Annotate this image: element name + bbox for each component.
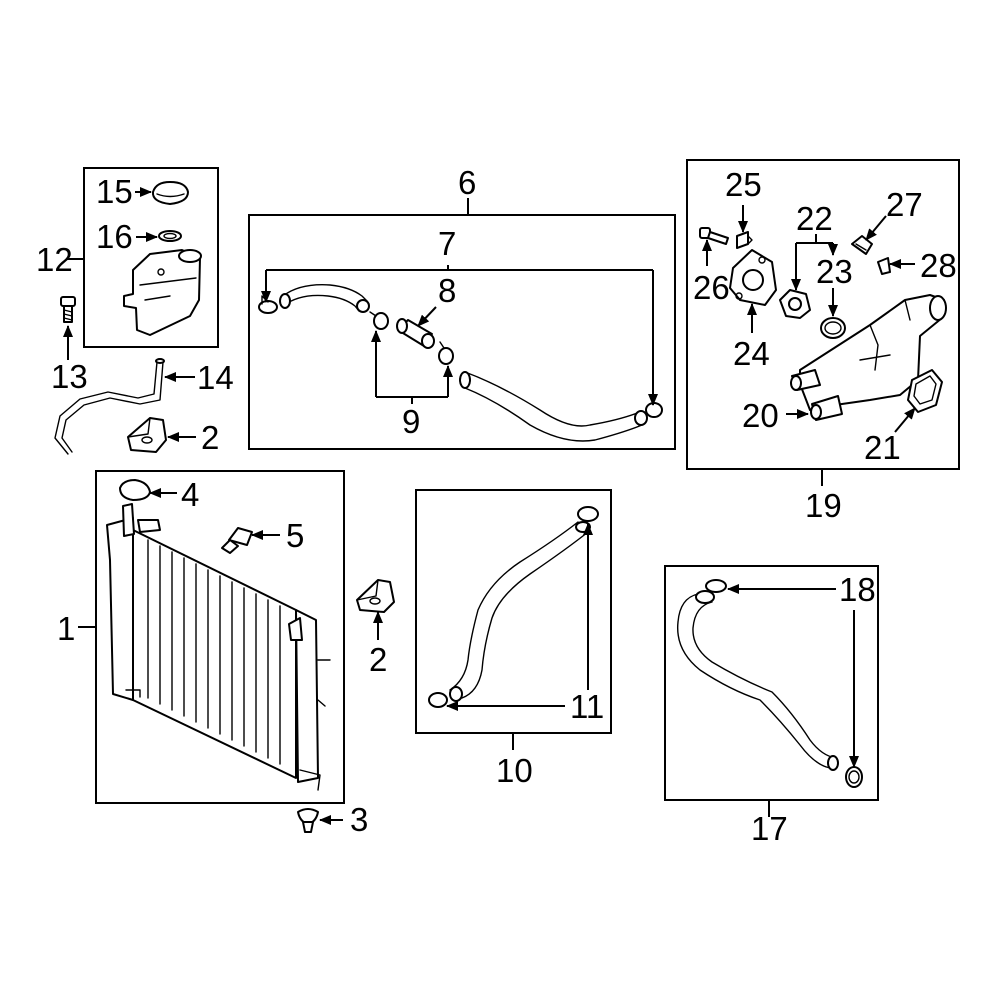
callout-20: 20 bbox=[742, 397, 779, 434]
arrow-27 bbox=[865, 215, 887, 241]
hose-clamp-part bbox=[438, 341, 454, 365]
callout-18: 18 bbox=[839, 571, 876, 608]
mounting-bracket-part bbox=[356, 579, 395, 613]
callout-16: 16 bbox=[96, 218, 133, 255]
callout-3: 3 bbox=[350, 801, 368, 838]
sensor-clip-part bbox=[877, 257, 891, 275]
callout-4: 4 bbox=[181, 476, 199, 513]
temperature-sensor-part bbox=[851, 235, 873, 255]
bolt-part bbox=[60, 296, 76, 323]
callout-1: 1 bbox=[57, 610, 75, 647]
leader-line-9 bbox=[376, 396, 448, 404]
radiator-hose-part bbox=[459, 371, 648, 442]
water-outlet-housing-part bbox=[790, 294, 947, 421]
hose-clamp-part bbox=[369, 311, 389, 330]
callout-5: 5 bbox=[286, 517, 304, 554]
callout-22: 22 bbox=[796, 200, 833, 237]
callout-21: 21 bbox=[864, 429, 901, 466]
upper-hose-part bbox=[279, 284, 370, 313]
callout-23: 23 bbox=[816, 253, 853, 290]
leader-line-22 bbox=[796, 234, 833, 244]
leader-line-7 bbox=[266, 265, 653, 271]
callout-13: 13 bbox=[51, 358, 88, 395]
bolt-part bbox=[699, 227, 729, 245]
radiator-group-box bbox=[95, 470, 345, 804]
callout-9: 9 bbox=[402, 403, 420, 440]
callout-26: 26 bbox=[693, 269, 730, 306]
reservoir-group-box bbox=[83, 167, 219, 348]
hose-clamp-part bbox=[577, 506, 599, 522]
callout-17: 17 bbox=[751, 810, 788, 847]
lower-hose-part bbox=[449, 521, 591, 702]
radiator-part bbox=[106, 503, 331, 791]
callout-12: 12 bbox=[36, 241, 73, 278]
overflow-hose-part bbox=[54, 358, 165, 455]
callout-8: 8 bbox=[438, 272, 456, 309]
coolant-reservoir-part bbox=[123, 249, 202, 336]
mounting-bracket-part bbox=[127, 417, 167, 453]
o-ring-part bbox=[845, 766, 863, 788]
hose-clamp-part bbox=[258, 295, 278, 314]
bypass-pipe-part bbox=[676, 590, 839, 771]
thermostat-gasket-part bbox=[820, 317, 846, 339]
callout-19: 19 bbox=[805, 487, 842, 524]
clip-part bbox=[736, 231, 753, 249]
o-ring-part bbox=[705, 579, 727, 593]
radiator-cap-part bbox=[119, 479, 151, 501]
hose-group-box bbox=[248, 214, 676, 450]
callout-27: 27 bbox=[886, 186, 923, 223]
callout-2b: 2 bbox=[369, 641, 387, 678]
hose-clamp-part bbox=[645, 402, 663, 418]
reservoir-cap-part bbox=[151, 181, 189, 205]
callout-7: 7 bbox=[438, 225, 456, 262]
thermostat-part bbox=[779, 289, 811, 319]
callout-2a: 2 bbox=[201, 419, 219, 456]
arrow-8 bbox=[417, 306, 437, 327]
hose-clamp-part bbox=[428, 692, 448, 708]
callout-6: 6 bbox=[458, 164, 476, 201]
connector-pipe-part bbox=[396, 318, 435, 349]
callout-14: 14 bbox=[197, 359, 234, 396]
grommet-part bbox=[297, 808, 319, 833]
housing-gasket-part bbox=[907, 369, 943, 413]
bypass-pipe-group-box bbox=[664, 565, 879, 801]
drain-plug-part bbox=[221, 527, 253, 554]
callout-25: 25 bbox=[725, 166, 762, 203]
callout-11: 11 bbox=[570, 688, 604, 725]
callout-28: 28 bbox=[920, 247, 957, 284]
arrow-21 bbox=[894, 407, 916, 433]
callout-15: 15 bbox=[96, 173, 133, 210]
callout-24: 24 bbox=[733, 335, 770, 372]
callout-10: 10 bbox=[496, 752, 533, 789]
reservoir-cap-seal-part bbox=[158, 230, 182, 242]
gasket-flange-part bbox=[729, 249, 777, 306]
